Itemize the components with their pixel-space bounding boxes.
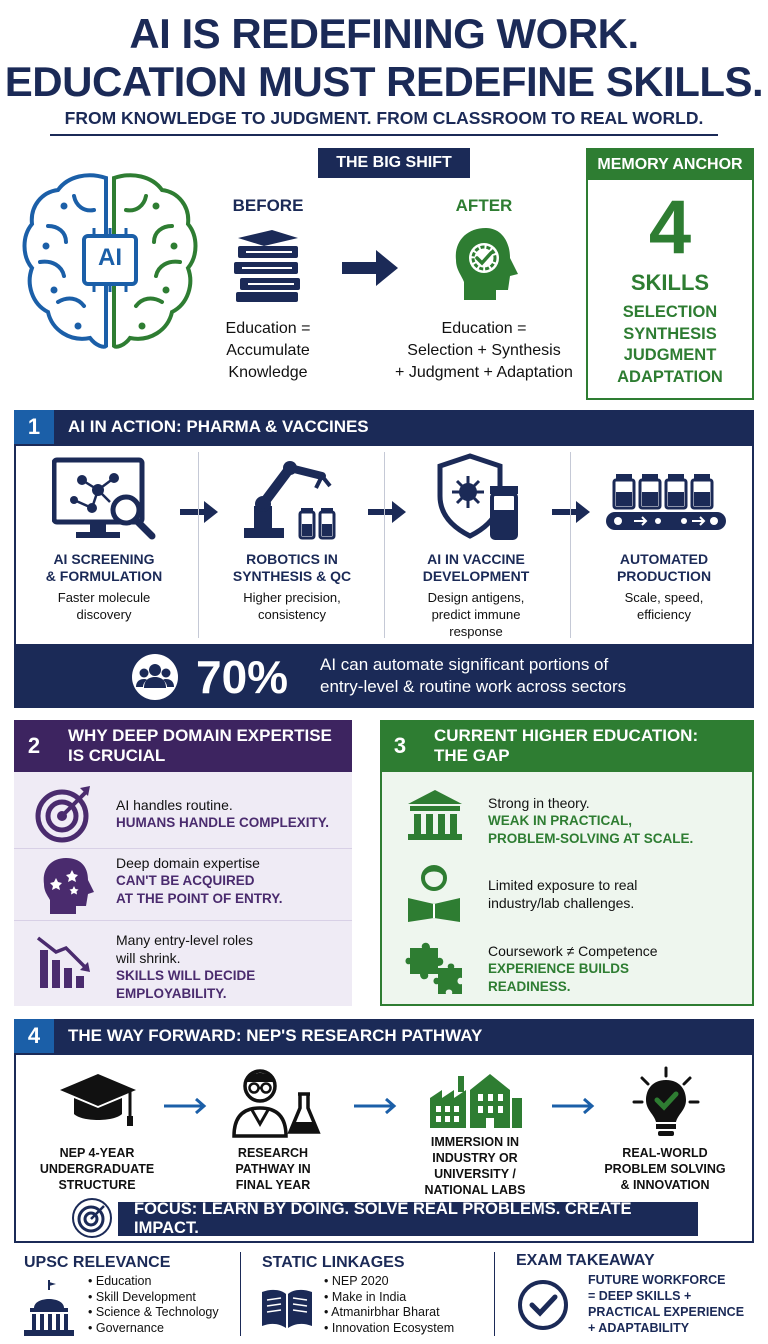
arrow-right-icon — [180, 500, 218, 529]
before-text: Education = Accumulate Knowledge — [225, 320, 311, 381]
section3-number: 3 — [393, 733, 407, 758]
stat-bar: 70% AI can automate significant portions… — [14, 646, 754, 708]
section2-item: Deep domain expertise CAN'T BE ACQUIRED … — [116, 855, 283, 906]
static-linkages-heading: STATIC LINKAGES — [262, 1254, 405, 1271]
bar-chart-decline-icon — [36, 934, 96, 990]
section3-item: Limited exposure to real industry/lab ch… — [488, 877, 638, 911]
books-icon — [232, 228, 304, 304]
section2-item: AI handles routine. HUMANS HANDLE COMPLE… — [116, 797, 330, 830]
check-circle-icon — [516, 1278, 570, 1332]
step-divider — [384, 452, 385, 638]
industry-city-icon — [428, 1070, 524, 1130]
section3-item: Strong in theory. WEAK IN PRACTICAL, PRO… — [488, 795, 694, 846]
section1-number: 1 — [14, 410, 54, 444]
arrow-right-icon — [354, 1096, 398, 1121]
section4-number: 4 — [14, 1019, 54, 1053]
arrow-right-icon — [552, 500, 590, 529]
person-reading-icon — [406, 864, 462, 924]
big-shift-label: THE BIG SHIFT — [318, 148, 470, 178]
footer-divider — [240, 1252, 241, 1336]
arrow-right-icon — [164, 1096, 208, 1121]
monitor-molecule-search-icon — [51, 456, 156, 542]
exam-takeaway-heading: EXAM TAKEAWAY — [516, 1252, 655, 1269]
step-desc: Scale, speed,efficiency — [624, 590, 704, 622]
section1-panel — [14, 444, 754, 646]
section4-title: THE WAY FORWARD: NEP'S RESEARCH PATHWAY — [68, 1026, 483, 1045]
section4-panel — [14, 1053, 754, 1243]
step-divider — [570, 452, 571, 638]
step-desc: Higher precision,consistency — [243, 590, 341, 622]
before-heading: BEFORE — [232, 196, 304, 215]
memory-anchor-box: MEMORY ANCHOR 4 SKILLS SELECTION SYNTHES… — [586, 148, 754, 400]
arrow-right-icon — [342, 248, 398, 288]
robot-arm-icon — [240, 456, 344, 542]
memory-anchor-label: MEMORY ANCHOR — [588, 150, 752, 180]
step-divider — [198, 452, 199, 638]
section2-divider — [14, 848, 352, 849]
memory-item: JUDGMENT — [623, 346, 717, 364]
open-book-icon — [260, 1286, 314, 1330]
section3-item: Coursework ≠ Competence EXPERIENCE BUILD… — [488, 943, 658, 994]
conveyor-vials-icon — [604, 470, 728, 534]
university-building-icon — [406, 788, 464, 842]
main-title-line-1: AI IS REDEFINING WORK. — [129, 10, 639, 57]
memory-item: SYNTHESIS — [623, 324, 717, 343]
after-text: Education = Selection + Synthesis + Judg… — [395, 320, 573, 381]
puzzle-pieces-icon — [404, 938, 464, 996]
step-title: AI SCREENING& FORMULATION — [45, 551, 163, 584]
parliament-dome-icon — [22, 1278, 76, 1338]
target-icon — [72, 1198, 112, 1238]
memory-item: SELECTION — [622, 303, 718, 321]
upsc-relevance-heading: UPSC RELEVANCE — [24, 1254, 171, 1271]
section1-title: AI IN ACTION: PHARMA & VACCINES — [68, 417, 369, 436]
exam-takeaway-text: FUTURE WORKFORCE = DEEP SKILLS + PRACTIC… — [588, 1273, 745, 1335]
memory-anchor-skills-label: SKILLS — [630, 270, 710, 295]
section1-banner: 1 AI IN ACTION: PHARMA & VACCINES — [14, 410, 754, 444]
head-stars-icon — [40, 856, 96, 916]
focus-bar: FOCUS: LEARN BY DOING. SOLVE REAL PROBLE… — [118, 1200, 698, 1237]
target-arrow-icon — [34, 784, 94, 844]
static-linkages-list: NEP 2020 Make in India Atmanirbhar Bhara… — [324, 1274, 454, 1336]
people-group-icon — [132, 654, 178, 700]
shield-virus-vial-icon — [434, 452, 538, 542]
section3-banner: 3 CURRENT HIGHER EDUCATION:THE GAP — [380, 720, 754, 772]
graduation-cap-icon — [58, 1072, 138, 1130]
stat-value: 70% — [196, 651, 289, 703]
memory-anchor-list: SELECTION SYNTHESIS JUDGMENT ADAPTATION — [588, 302, 752, 388]
memory-item: ADAPTATION — [617, 367, 723, 386]
lightbulb-check-icon — [632, 1066, 700, 1138]
head-gear-check-icon — [452, 226, 522, 302]
section2-number: 2 — [27, 733, 41, 758]
header-divider — [50, 134, 718, 136]
section3-title: CURRENT HIGHER EDUCATION:THE GAP — [434, 726, 699, 765]
upsc-relevance-list: Education Skill Development Science & Te… — [88, 1274, 219, 1336]
subtitle: FROM KNOWLEDGE TO JUDGMENT. FROM CLASSRO… — [64, 108, 704, 128]
brain-ai-icon: AI — [18, 166, 202, 356]
arrow-right-icon — [552, 1096, 596, 1121]
footer-divider — [494, 1252, 495, 1336]
researcher-flask-icon — [232, 1066, 324, 1138]
main-title-line-2: EDUCATION MUST REDEFINE SKILLS. — [4, 58, 764, 105]
stat-text: AI can automate significant portions of … — [320, 655, 627, 696]
section2-item: Many entry-level roles will shrink. SKIL… — [116, 932, 256, 1001]
memory-anchor-number: 4 — [648, 185, 692, 270]
section2-divider — [14, 920, 352, 921]
brain-ai-label: AI — [98, 244, 122, 271]
arrow-right-icon — [368, 500, 406, 529]
after-heading: AFTER — [455, 196, 513, 215]
section4-banner: 4 THE WAY FORWARD: NEP'S RESEARCH PATHWA… — [14, 1019, 754, 1053]
